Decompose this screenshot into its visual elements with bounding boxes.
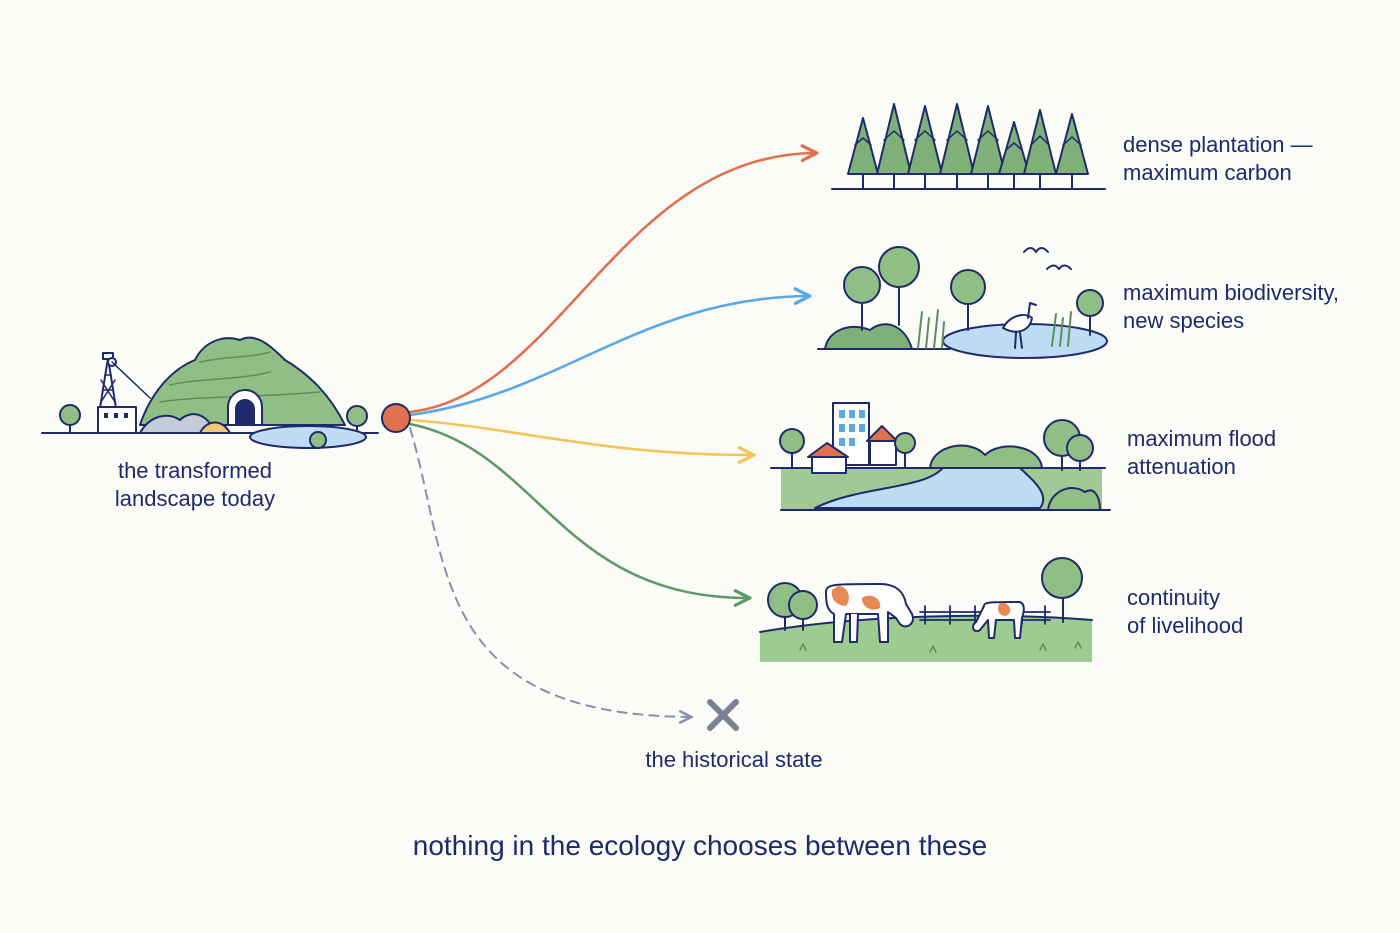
tree-icon bbox=[1076, 289, 1104, 336]
pathways bbox=[408, 153, 815, 717]
origin-node bbox=[381, 403, 411, 433]
outcome-label-line: maximum biodiversity, bbox=[1123, 280, 1339, 305]
outcome-label-biodiversity: maximum biodiversity, new species bbox=[1123, 279, 1339, 335]
origin-label-line: the transformed bbox=[117, 458, 273, 483]
outcome-label-line: dense plantation — bbox=[1123, 132, 1313, 157]
bird-icon bbox=[1023, 247, 1049, 253]
tree-icon bbox=[779, 428, 805, 469]
tree-icon bbox=[894, 432, 916, 469]
plantation-illustration bbox=[831, 103, 1106, 190]
outcome-label-line: of livelihood bbox=[1127, 613, 1244, 638]
livelihood-illustration bbox=[759, 557, 1093, 662]
tree-icon bbox=[878, 246, 920, 326]
diagram-caption: nothing in the ecology chooses between t… bbox=[412, 830, 988, 861]
tree-icon bbox=[1041, 557, 1083, 623]
path-flood bbox=[408, 418, 752, 455]
outcome-label-carbon: dense plantation — maximum carbon bbox=[1123, 131, 1313, 187]
biodiversity-illustration bbox=[817, 246, 1108, 359]
outcome-label-line: new species bbox=[1123, 308, 1245, 333]
path-historical bbox=[409, 427, 690, 717]
cow-icon bbox=[825, 583, 914, 643]
flood-illustration bbox=[770, 402, 1111, 511]
tree-icon bbox=[1066, 434, 1094, 471]
origin-label-line: landscape today bbox=[114, 486, 276, 511]
path-livelihood bbox=[408, 422, 748, 598]
historical-state-label: the historical state bbox=[645, 747, 823, 772]
outcome-label-line: attenuation bbox=[1127, 454, 1236, 479]
bird-icon bbox=[1046, 264, 1072, 270]
origin-label: the transformed landscape today bbox=[95, 457, 295, 513]
tree-icon bbox=[788, 590, 818, 631]
mine-landscape-illustration bbox=[41, 336, 379, 449]
tree-icon bbox=[346, 405, 368, 434]
outcome-label-flood: maximum flood attenuation bbox=[1127, 425, 1276, 481]
outcome-label-line: maximum carbon bbox=[1123, 160, 1292, 185]
tree-icon bbox=[843, 266, 881, 331]
path-carbon bbox=[408, 153, 815, 414]
cow-icon bbox=[972, 601, 1025, 639]
tree-icon bbox=[950, 269, 986, 331]
outcome-label-line: continuity bbox=[1127, 585, 1220, 610]
tree-icon bbox=[59, 404, 81, 434]
bird-icon bbox=[1002, 302, 1037, 349]
path-biodiversity bbox=[408, 296, 808, 417]
outcome-label-line: maximum flood bbox=[1127, 426, 1277, 451]
close-icon bbox=[707, 699, 739, 731]
outcome-label-livelihood: continuity of livelihood bbox=[1127, 584, 1243, 640]
